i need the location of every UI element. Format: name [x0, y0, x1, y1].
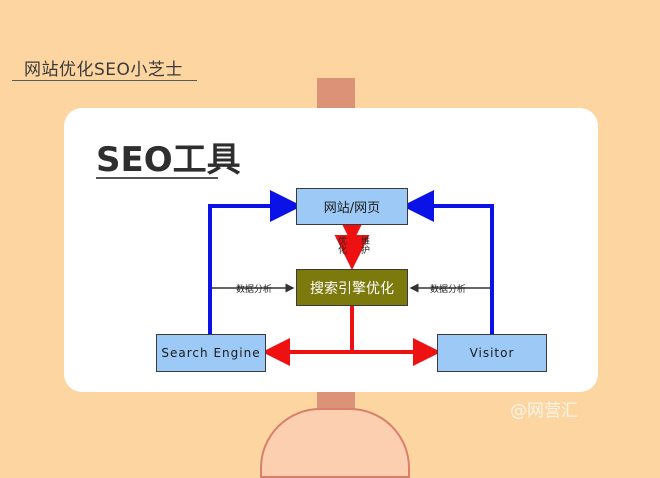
diagram-arrows: [208, 190, 494, 366]
node-visitor: Visitor: [437, 334, 547, 372]
label-maintain: 维护: [359, 236, 369, 254]
card-title: SEO工具: [96, 140, 241, 180]
header-underline: [12, 80, 197, 81]
node-seo: 搜索引擎优化: [296, 269, 408, 306]
sign-card: SEO工具 网站/网页 搜索引擎优化 Search Engine Visitor: [64, 108, 598, 392]
watermark: @网营汇: [510, 401, 578, 421]
blue-arrow-right: [402, 190, 494, 334]
sign-stick-top: [317, 78, 355, 110]
label-optimize: 优化: [336, 236, 346, 254]
hand: [260, 408, 410, 478]
node-search-engine: Search Engine: [156, 334, 266, 372]
label-data-analysis-left: 数据分析: [236, 285, 273, 295]
blue-arrow-left: [208, 190, 302, 334]
node-website: 网站/网页: [296, 188, 408, 225]
label-data-analysis-right: 数据分析: [430, 285, 467, 295]
title-underline: [96, 177, 218, 179]
header-label: 网站优化SEO小芝士: [24, 60, 183, 80]
